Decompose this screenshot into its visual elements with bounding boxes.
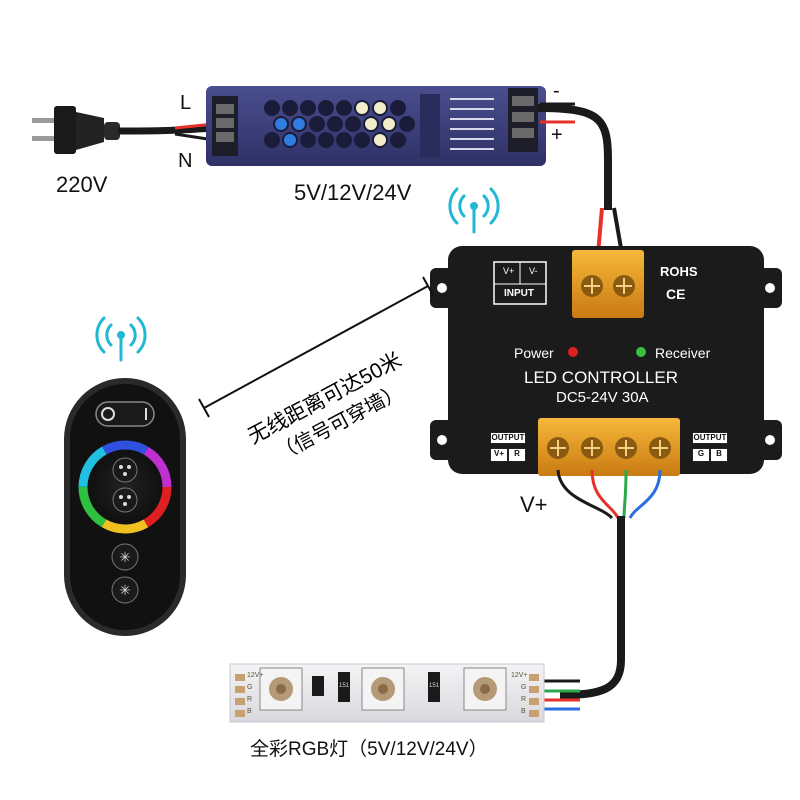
strip-pad-right-r: R [521,696,527,703]
strip-resistor-mark: 151 [339,683,350,689]
strip-pad-right-vplus: 12V+ [511,672,528,679]
plug-neutral-label: N [178,150,193,172]
psu-voltage-label: 5V/12V/24V [294,180,412,205]
output-right-title: OUTPUT [692,432,728,444]
mains-voltage-label: 220V [56,172,108,197]
strip-pad-right-g: G [521,684,527,691]
svg-text:✳: ✳ [119,550,131,566]
psu-plus-label: + [551,124,563,146]
wireless-distance-line [198,276,434,418]
power-label: Power [514,345,554,361]
power-plug-icon [32,106,215,154]
rgb-remote-icon: ✳ ✳ [64,378,186,636]
controller-rating: DC5-24V 30A [556,389,649,406]
receiver-label: Receiver [655,345,711,361]
wifi-signal-icon [95,316,147,362]
strip-pad-left-b: B [247,708,252,715]
input-vminus-label: V- [529,266,538,276]
output-right-b: B [710,448,728,462]
output-left-title: OUTPUT [490,432,526,444]
controller-output-cable [544,469,662,711]
rgb-led-strip-icon [229,663,545,723]
plug-live-label: L [180,92,192,114]
rohs-label: ROHS [660,264,698,279]
input-vplus-label: V+ [503,266,515,276]
psu-minus-label: - [553,80,560,102]
input-label: INPUT [504,288,534,299]
output-vplus-label: V+ [520,492,548,517]
svg-text:✳: ✳ [119,583,131,599]
strip-pad-right-b: B [521,708,526,715]
wifi-signal-icon [448,187,500,234]
strip-pad-left-vplus: 12V+ [247,672,264,679]
controller-title: LED CONTROLLER [524,368,678,387]
strip-caption: 全彩RGB灯（5V/12V/24V） [250,739,488,760]
output-right-g: G [692,448,710,462]
ce-label: CE [666,286,686,302]
strip-pad-left-g: G [247,684,253,691]
led-controller-icon [430,246,782,476]
output-left-vplus: V+ [490,448,508,462]
output-left-r: R [508,448,526,462]
power-supply-icon [206,86,546,166]
strip-pad-left-r: R [247,696,253,703]
strip-resistor-mark: 151 [429,683,440,689]
